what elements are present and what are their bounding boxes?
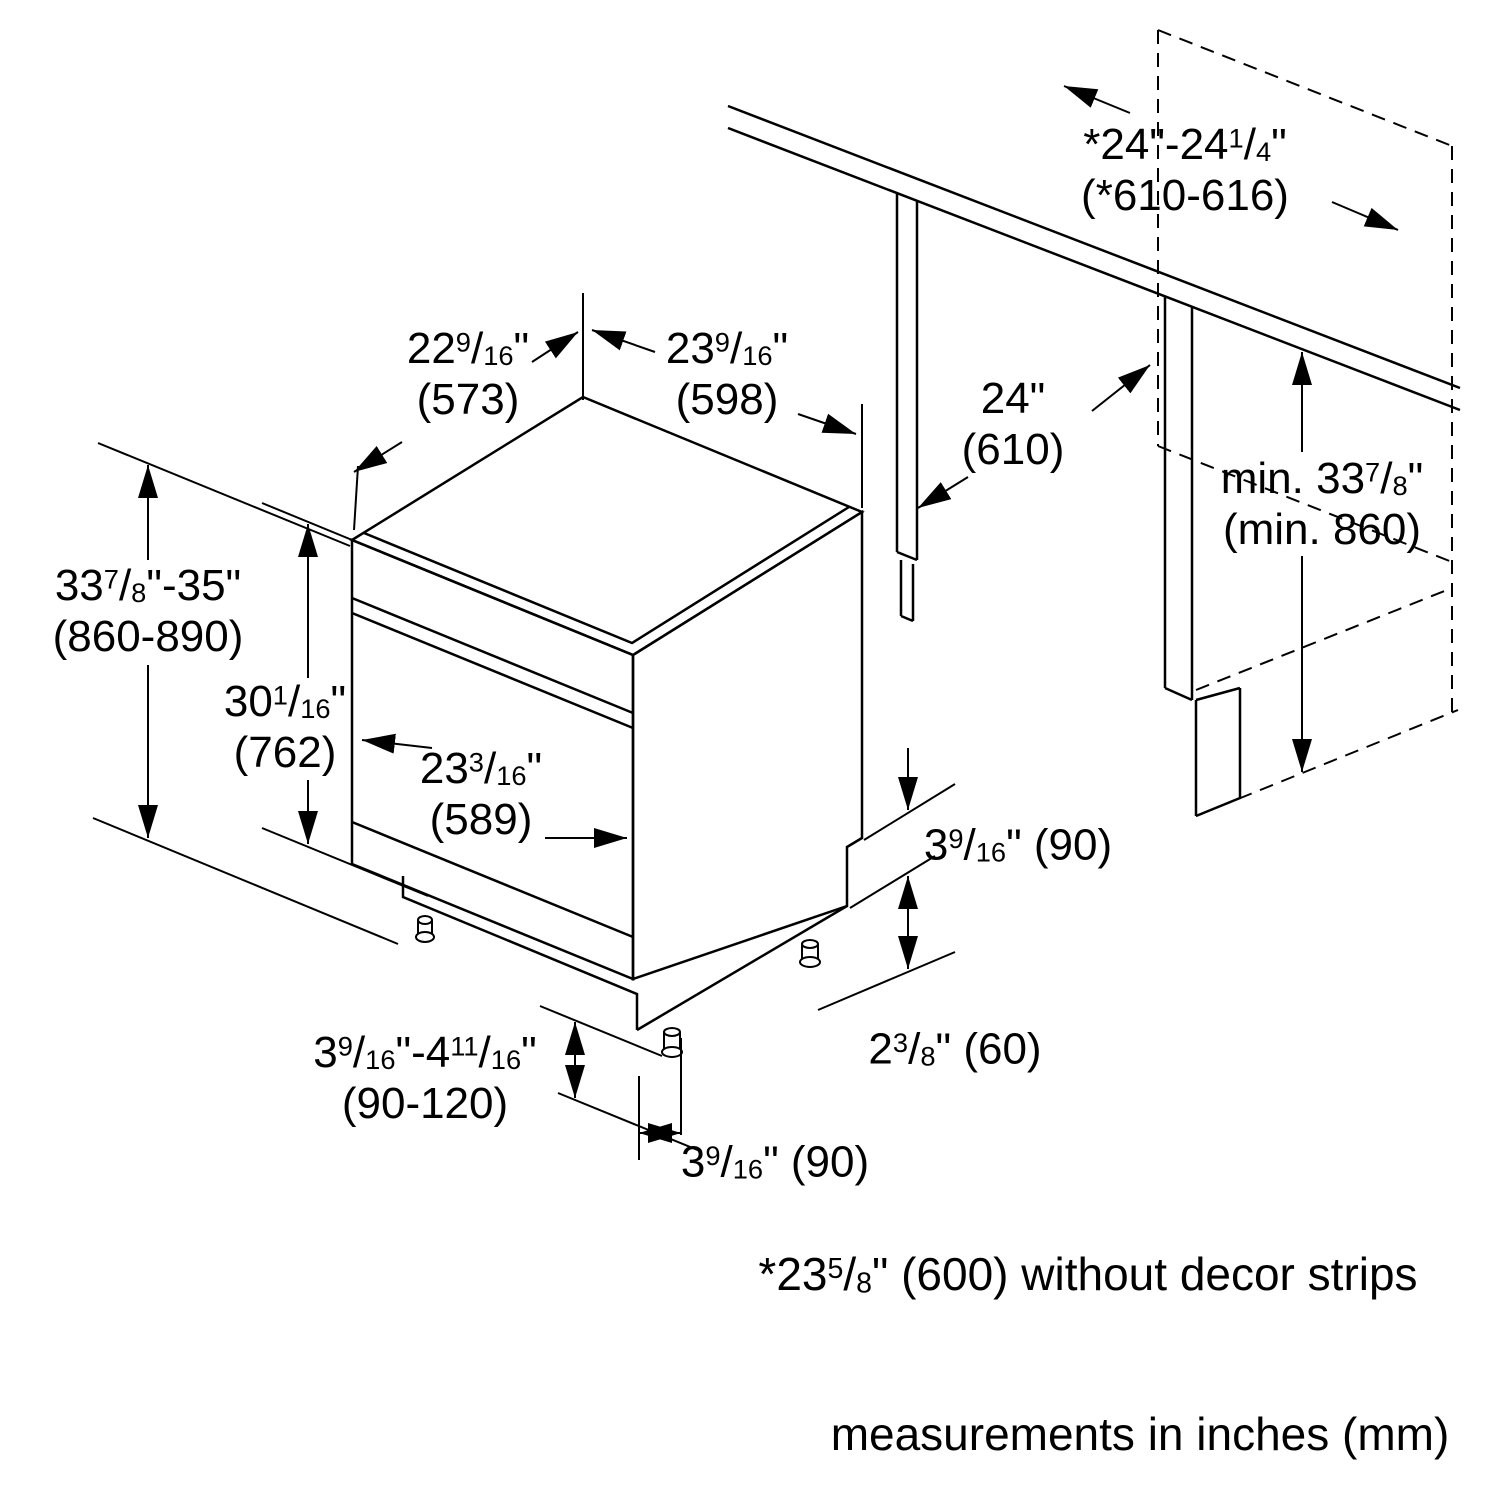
leveling-foot-front <box>661 1027 683 1058</box>
ext-foot-right <box>817 951 956 1011</box>
cabinet-right-panel <box>1163 296 1242 818</box>
dim-niche-height: min. 337/8" (min. 860) <box>1221 453 1424 555</box>
toe-kick-lines <box>401 876 848 1032</box>
countertop-lines <box>727 104 1461 412</box>
ext-leg-bottom <box>557 1092 701 1152</box>
dim-front-width: 233/16" (589) <box>420 743 542 845</box>
dim-front-width-mm: (589) <box>429 795 533 844</box>
footnote-decor-strips: *235/8" (600) without decor strips <box>758 1248 1418 1300</box>
door-bottom-line <box>351 820 634 939</box>
dim-total-height: 337/8"-35" (860-890) <box>53 560 244 662</box>
dim-top-depth-inches: 229/16" <box>406 323 530 373</box>
dim-leg-height: 39/16"-411/16" (90-120) <box>313 1027 536 1129</box>
dim-cabinet-depth-inches: 24" <box>980 373 1046 423</box>
dim-niche-width: *24"-241/4" (*610-616) <box>1081 119 1289 221</box>
dim-door-height: 301/16" (762) <box>224 676 346 778</box>
dim-front-width-inches: 233/16" <box>419 743 543 793</box>
dim-leg-height-mm: (90-120) <box>341 1079 509 1128</box>
ext-door-top <box>261 502 358 543</box>
ext-step-bottom <box>849 855 936 909</box>
dim-toekick-front: 39/16" (90) <box>681 1136 869 1187</box>
ext-step-top <box>863 783 956 841</box>
cabinet-left-panel <box>895 193 919 623</box>
niche-dashed-outline <box>1157 29 1459 817</box>
dim-top-width-mm: (598) <box>675 375 779 424</box>
dim-niche-width-mm: (*610-616) <box>1081 171 1289 220</box>
ext-total-height-top <box>97 442 351 547</box>
dishwasher-top-inset-line <box>363 505 850 645</box>
dim-total-height-mm: (860-890) <box>52 612 244 661</box>
dim-top-depth: 229/16" (573) <box>407 323 529 425</box>
dim-door-height-inches: 301/16" <box>223 676 347 726</box>
dim-door-height-mm: (762) <box>233 728 337 777</box>
ext-door-bottom <box>261 827 429 897</box>
units-note: measurements in inches (mm) <box>830 1408 1450 1460</box>
cabinet-outline <box>727 104 1461 818</box>
dishwasher-side-face <box>631 509 864 981</box>
dim-cabinet-depth: 24" (610) <box>962 373 1065 475</box>
ext-leg-top <box>539 1005 663 1057</box>
dim-cabinet-depth-mm: (610) <box>961 425 1065 474</box>
control-panel-lines <box>351 596 634 730</box>
dim-top-width: 239/16" (598) <box>666 323 788 425</box>
ext-floor-left <box>92 817 399 945</box>
dim-niche-width-inches: *24"-241/4" <box>1083 119 1287 169</box>
dim-leg-inset-text: 23/8" (60) <box>868 1024 1042 1074</box>
dim-top-width-inches: 239/16" <box>665 323 789 373</box>
dim-leg-height-inches: 39/16"-411/16" <box>313 1027 537 1077</box>
dim-toekick-right-text: 39/16" (90) <box>923 820 1113 870</box>
leveling-foot-right <box>799 939 821 968</box>
dim-niche-height-inches: min. 337/8" <box>1220 453 1424 503</box>
dim-total-height-inches: 337/8"-35" <box>54 560 242 610</box>
dim-toekick-front-text: 39/16" (90) <box>680 1137 870 1187</box>
dimension-lines <box>92 85 1399 1160</box>
dim-niche-height-mm: (min. 860) <box>1222 505 1422 554</box>
leveling-foot-left <box>415 915 435 943</box>
dim-toekick-right: 39/16" (90) <box>924 819 1112 870</box>
dishwasher-top-face <box>349 395 865 657</box>
dim-top-depth-mm: (573) <box>416 375 520 424</box>
dim-leg-inset: 23/8" (60) <box>868 1023 1041 1074</box>
dishwasher-outline <box>349 395 865 1058</box>
ext-left-corner <box>353 465 359 531</box>
